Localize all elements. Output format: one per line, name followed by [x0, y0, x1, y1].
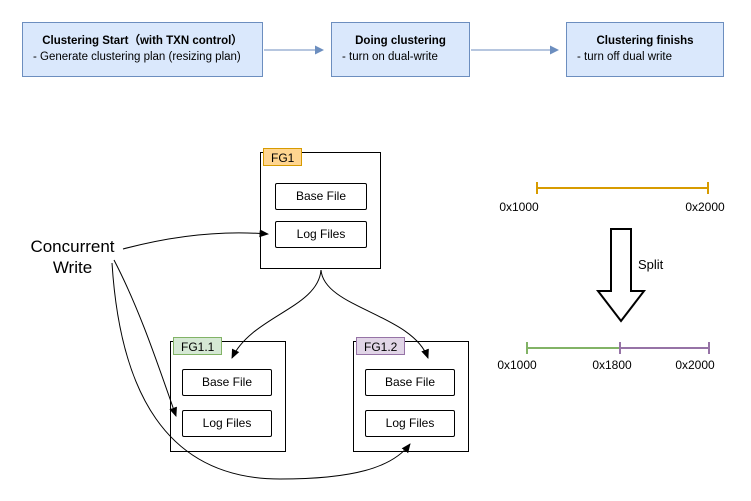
range-after-start-label: 0x1000: [497, 358, 537, 372]
base-file-box: Base File: [275, 183, 367, 210]
flow-step-clustering-start: Clustering Start（with TXN control） - Gen…: [22, 22, 263, 77]
file-group-tab: FG1.1: [173, 337, 223, 355]
flow-step-title: Clustering finishs: [596, 35, 694, 47]
flow-step-subtitle: - Generate clustering plan (resizing pla…: [33, 51, 241, 63]
concurrent-write-label: Concurrent Write: [30, 237, 115, 278]
range-before-end-label: 0x2000: [685, 200, 725, 214]
flow-step-subtitle: - turn on dual-write: [342, 51, 438, 63]
range-after-mid-label: 0x1800: [592, 358, 632, 372]
file-group-tab: FG1.2: [356, 337, 406, 355]
split-block-arrow: [595, 228, 647, 323]
log-files-box: Log Files: [365, 410, 455, 437]
file-group-fg1: FG1 Base File Log Files: [260, 148, 381, 269]
log-files-box: Log Files: [182, 410, 272, 437]
range-after-end-label: 0x2000: [675, 358, 715, 372]
split-label: Split: [638, 257, 664, 272]
file-group-fg1-1: FG1.1 Base File Log Files: [170, 337, 286, 452]
flow-step-clustering-finish: Clustering finishs - turn off dual write: [566, 22, 724, 77]
file-group-fg1-2: FG1.2 Base File Log Files: [353, 337, 469, 452]
log-files-box: Log Files: [275, 221, 367, 248]
flow-step-title: Clustering Start（with TXN control）: [42, 35, 243, 47]
file-group-tab: FG1: [263, 148, 303, 166]
flow-step-subtitle: - turn off dual write: [577, 51, 673, 63]
base-file-box: Base File: [365, 369, 455, 396]
concurrent-write-arrow-fg1-1: [113, 259, 177, 417]
flow-step-doing-clustering: Doing clustering - turn on dual-write: [331, 22, 470, 77]
base-file-box: Base File: [182, 369, 272, 396]
flow-step-title: Doing clustering: [355, 35, 446, 47]
range-before-start-label: 0x1000: [499, 200, 539, 214]
concurrent-write-arrow-fg1: [122, 229, 269, 250]
